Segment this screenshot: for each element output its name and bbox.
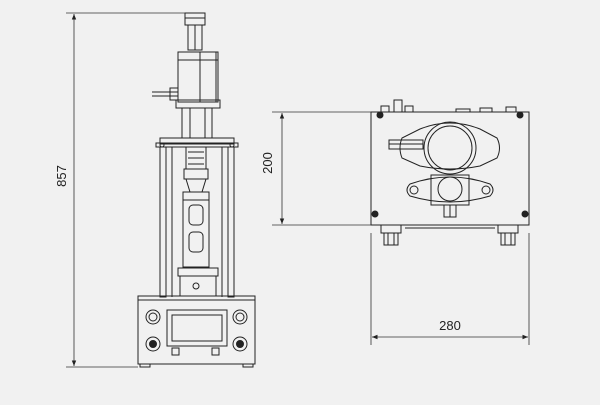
top-plate [155,137,239,148]
top-connectors [380,99,517,113]
top-rod [184,12,206,51]
corner-screw-icon [516,111,524,119]
right-button-icon [232,336,248,352]
top-plate-outline [370,111,530,226]
corner-screw-icon [376,111,384,119]
chuck-spindle [182,146,210,268]
corner-screw-icon [521,210,529,218]
right-gauge-icon [232,309,248,325]
display-screen [166,309,228,347]
left-button-icon [145,336,161,352]
width-dimension [370,233,530,345]
control-box [137,295,256,368]
depth-dimension [272,111,371,226]
top-view-feet [380,224,519,246]
guide-pillars [159,146,235,298]
lower-block [177,267,219,297]
left-gauge-icon [145,309,161,325]
height-dimension-label: 857 [54,165,69,187]
height-dimension [66,12,185,368]
corner-screw-icon [371,210,379,218]
cylinder [175,51,221,139]
depth-dimension-label: 200 [260,152,275,174]
top-view [370,99,530,246]
front-view [137,12,256,368]
side-knob [152,87,179,101]
width-dimension-label: 280 [439,318,461,333]
lower-clamp [406,174,494,218]
cylinder-housing [388,121,500,175]
